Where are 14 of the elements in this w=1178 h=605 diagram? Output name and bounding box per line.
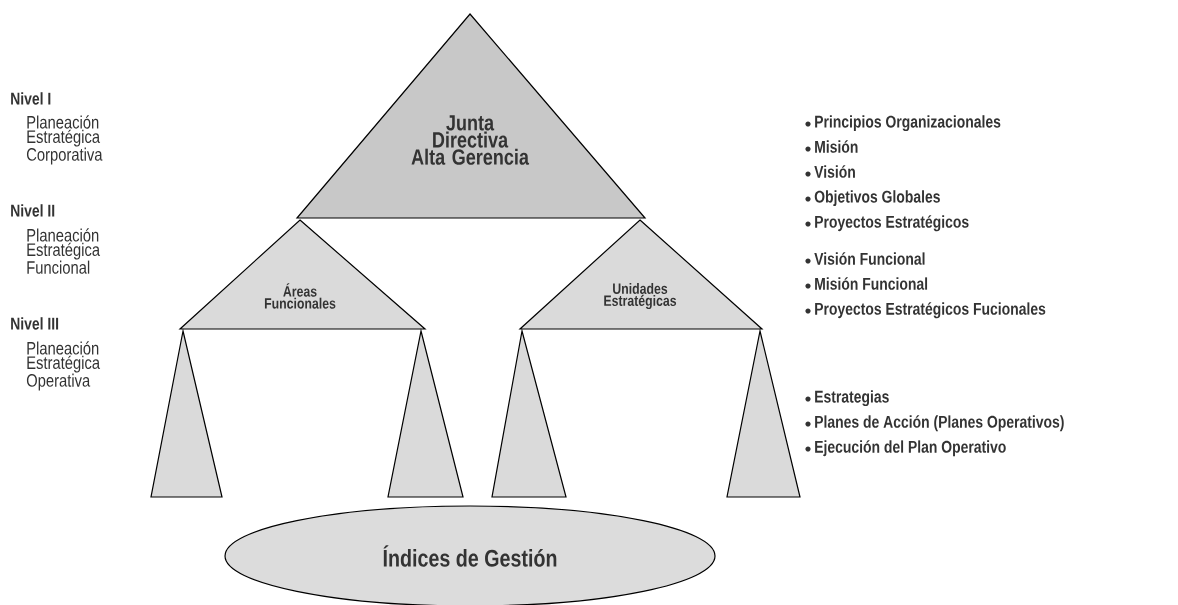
bullet-item: Visión [814, 165, 855, 178]
bullet-item: Proyectos Estratégicos [815, 215, 969, 232]
level-heading: Nivel II [11, 204, 55, 217]
bullet-item: Misión [815, 140, 858, 153]
bullet-item: Objetivos Globales [814, 190, 940, 207]
level-description: Planeación Estratégica Operativa [26, 341, 101, 391]
level-description: Planeación Estratégica Corporativa [26, 115, 103, 165]
bullet-item: Principios Organizacionales [815, 115, 1001, 132]
level-description: Planeación Estratégica Funcional [27, 228, 101, 274]
bullet-item: Proyectos Estratégicos Fucionales [815, 302, 1046, 319]
level-heading: Nivel III [11, 317, 59, 330]
bullet-item: Visión Funcional [814, 252, 925, 265]
bullet-item: Misión Funcional [815, 277, 928, 290]
level-heading: Nivel I [11, 92, 51, 105]
